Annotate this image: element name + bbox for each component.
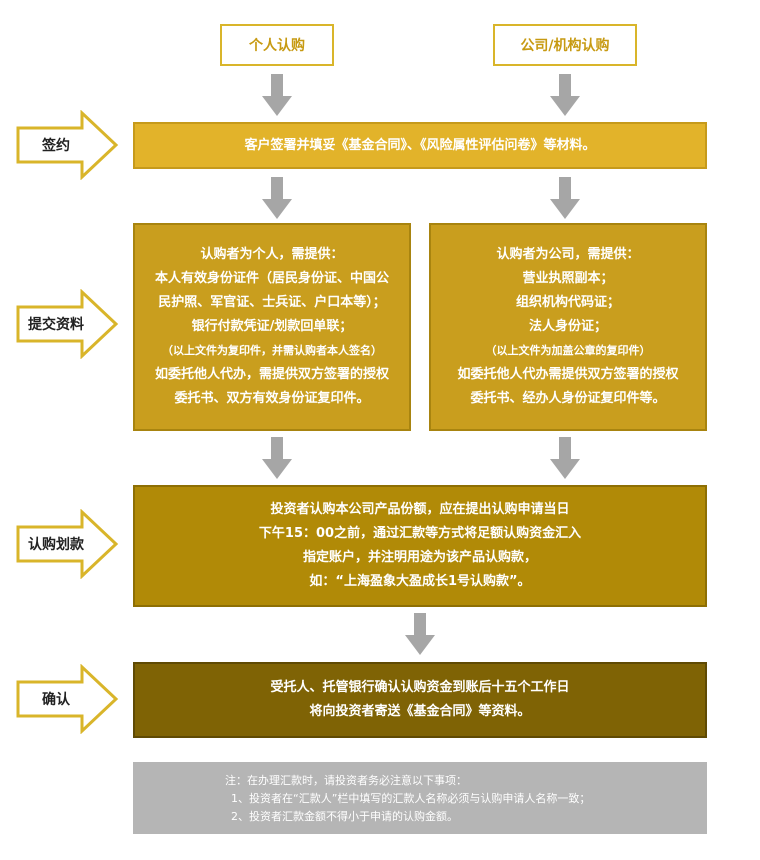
down-arrow-icon: [262, 437, 292, 479]
right-arrow-outline-icon: [16, 110, 119, 180]
confirm-line: 受托人、托管银行确认认购资金到账后十五个工作日: [270, 680, 570, 695]
right-arrow-outline-icon: [16, 289, 119, 359]
note-line: 1、投资者在“汇款人”栏中填写的汇款人名称必须与认购申请人名称一致；: [231, 792, 591, 805]
sign-box: 客户签署并填妥《基金合同》、《风险属性评估问卷》等材料。: [133, 122, 707, 169]
step-sign-marker: 签约: [16, 110, 120, 180]
down-arrow-icon: [550, 177, 580, 219]
docs-institution-line: 组织机构代码证；: [515, 295, 620, 310]
note-line: 2、投资者汇款金额不得小于申请的认购金额。: [231, 810, 458, 823]
docs-individual-line: 认购者为个人，需提供：: [200, 247, 344, 262]
step-docs-marker: 提交资料: [16, 289, 120, 359]
individual-header: 个人认购: [220, 24, 334, 66]
docs-individual-line: 委托书、双方有效身份证复印件。: [174, 391, 370, 406]
docs-institution-line: 委托书、经办人身份证复印件等。: [470, 391, 666, 406]
individual-header-label: 个人认购: [249, 38, 305, 54]
step-payment-marker: 认购划款: [16, 509, 120, 579]
payment-line: 下午15：00之前，通过汇款等方式将足额认购资金汇入: [258, 526, 582, 541]
right-arrow-outline-icon: [16, 664, 119, 734]
payment-line: 如：“上海盈象大盈成长1号认购款”。: [309, 574, 531, 589]
docs-individual-line: 银行付款凭证/划款回单联；: [191, 319, 353, 334]
payment-line: 指定账户，并注明用途为该产品认购款，: [302, 550, 537, 565]
step-confirm-marker: 确认: [16, 664, 120, 734]
down-arrow-icon: [550, 437, 580, 479]
right-arrow-outline-icon: [16, 509, 119, 579]
docs-institution-line: 如委托他人代办需提供双方签署的授权: [457, 367, 679, 382]
payment-box: 投资者认购本公司产品份额，应在提出认购申请当日 下午15：00之前，通过汇款等方…: [133, 485, 707, 607]
confirm-box: 受托人、托管银行确认认购资金到账后十五个工作日 将向投资者寄送《基金合同》等资料…: [133, 662, 707, 738]
down-arrow-icon: [262, 74, 292, 116]
down-arrow-icon: [550, 74, 580, 116]
institution-header: 公司/机构认购: [493, 24, 637, 66]
note-line: 注：在办理汇款时，请投资者务必注意以下事项：: [225, 774, 467, 787]
note-box: 注：在办理汇款时，请投资者务必注意以下事项： 1、投资者在“汇款人”栏中填写的汇…: [133, 762, 707, 834]
docs-institution-line: 营业执照副本；: [522, 271, 614, 286]
down-arrow-icon: [405, 613, 435, 655]
docs-institution-line: （以上文件为加盖公章的复印件）: [485, 344, 651, 357]
docs-individual-line: 如委托他人代办，需提供双方签署的授权: [154, 367, 389, 382]
docs-institution-line: 法人身份证；: [528, 319, 607, 334]
docs-individual-line: 民护照、军官证、士兵证、户口本等）；: [158, 295, 386, 310]
step-payment-label: 认购划款: [28, 537, 84, 553]
docs-individual-box: 认购者为个人，需提供： 本人有效身份证件（居民身份证、中国公 民护照、军官证、士…: [133, 223, 411, 431]
docs-individual-line: （以上文件为复印件，并需认购者本人签名）: [162, 344, 382, 357]
step-sign-label: 签约: [42, 138, 70, 154]
payment-line: 投资者认购本公司产品份额，应在提出认购申请当日: [270, 502, 570, 517]
institution-header-label: 公司/机构认购: [520, 38, 610, 54]
docs-institution-line: 认购者为公司，需提供：: [496, 247, 640, 262]
step-confirm-label: 确认: [42, 692, 70, 708]
down-arrow-icon: [262, 177, 292, 219]
step-docs-label: 提交资料: [28, 317, 84, 333]
confirm-line: 将向投资者寄送《基金合同》等资料。: [309, 704, 531, 719]
docs-institution-box: 认购者为公司，需提供： 营业执照副本； 组织机构代码证； 法人身份证； （以上文…: [429, 223, 707, 431]
sign-text: 客户签署并填妥《基金合同》、《风险属性评估问卷》等材料。: [244, 137, 596, 153]
docs-individual-line: 本人有效身份证件（居民身份证、中国公: [154, 271, 389, 286]
